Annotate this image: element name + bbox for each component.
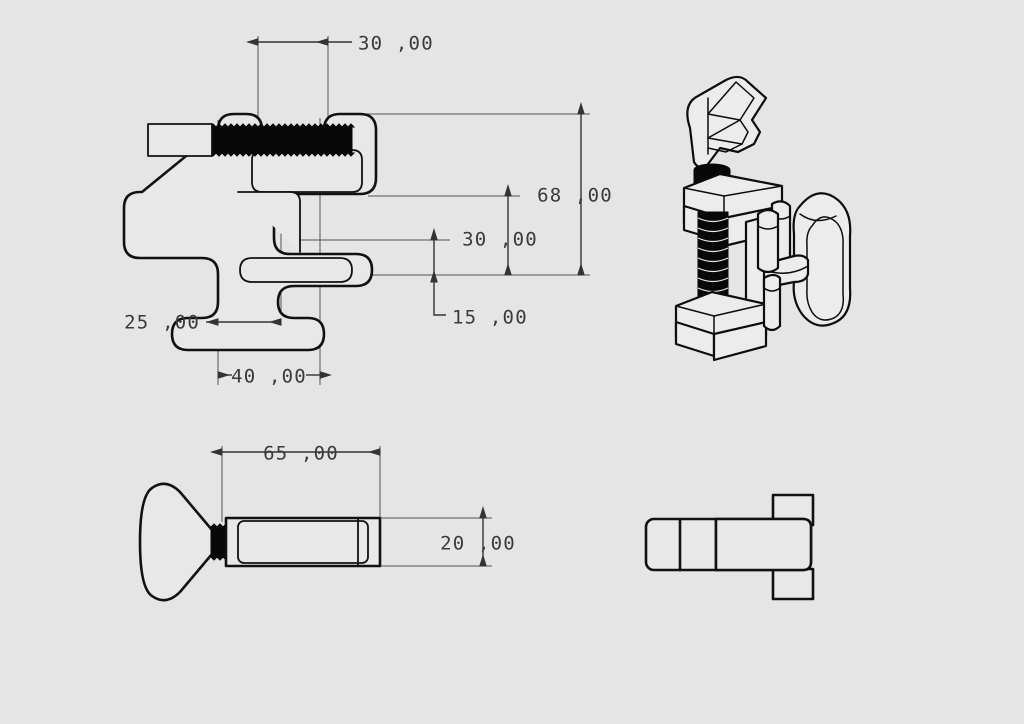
- screw-shank: [224, 516, 382, 568]
- wing-handle: [686, 75, 768, 169]
- dimension-label-65: 65 ,00: [263, 443, 339, 465]
- iso-front-plate: [756, 208, 780, 274]
- dimension-68: 68 ,00: [537, 102, 613, 276]
- clamp-c-frame: [674, 214, 770, 362]
- screw-top-pin-lower: [771, 567, 815, 601]
- dimension-15: 15 ,00: [430, 228, 528, 329]
- screw-tail-stub: [147, 123, 213, 157]
- dimension-30-mid: 30 ,00: [462, 184, 538, 276]
- screw-wing-head: [138, 482, 214, 602]
- dimension-label-15: 15 ,00: [452, 307, 528, 329]
- screw-top-body-right: [714, 517, 813, 572]
- clamp-body-outline: [122, 112, 378, 352]
- projection-lines-screw: [221, 446, 492, 567]
- dimension-label-40: 40 ,00: [231, 366, 307, 388]
- dimension-label-30-top: 30 ,00: [358, 33, 434, 55]
- dimension-label-68: 68 ,00: [537, 185, 613, 207]
- dimension-label-25: 25 ,00: [124, 312, 200, 334]
- screw-neck-knurl: [209, 523, 228, 561]
- dimension-65: 65 ,00: [210, 443, 381, 465]
- dimension-label-20: 20 ,00: [440, 533, 516, 555]
- screw-thread: [208, 123, 356, 157]
- view-screw-top: [644, 493, 815, 601]
- dimension-40: 40 ,00: [217, 366, 332, 388]
- view-front-section: 30 ,00 68 ,00 30 ,00 15 ,00: [122, 33, 613, 388]
- dimension-30-top: 30 ,00: [246, 33, 434, 55]
- view-isometric: [674, 75, 852, 362]
- dimension-label-30-mid: 30 ,00: [462, 229, 538, 251]
- view-screw-side: 65 ,00 20 ,00: [138, 443, 516, 602]
- dimension-20: 20 ,00: [440, 506, 516, 567]
- dimension-25: 25 ,00: [124, 312, 282, 334]
